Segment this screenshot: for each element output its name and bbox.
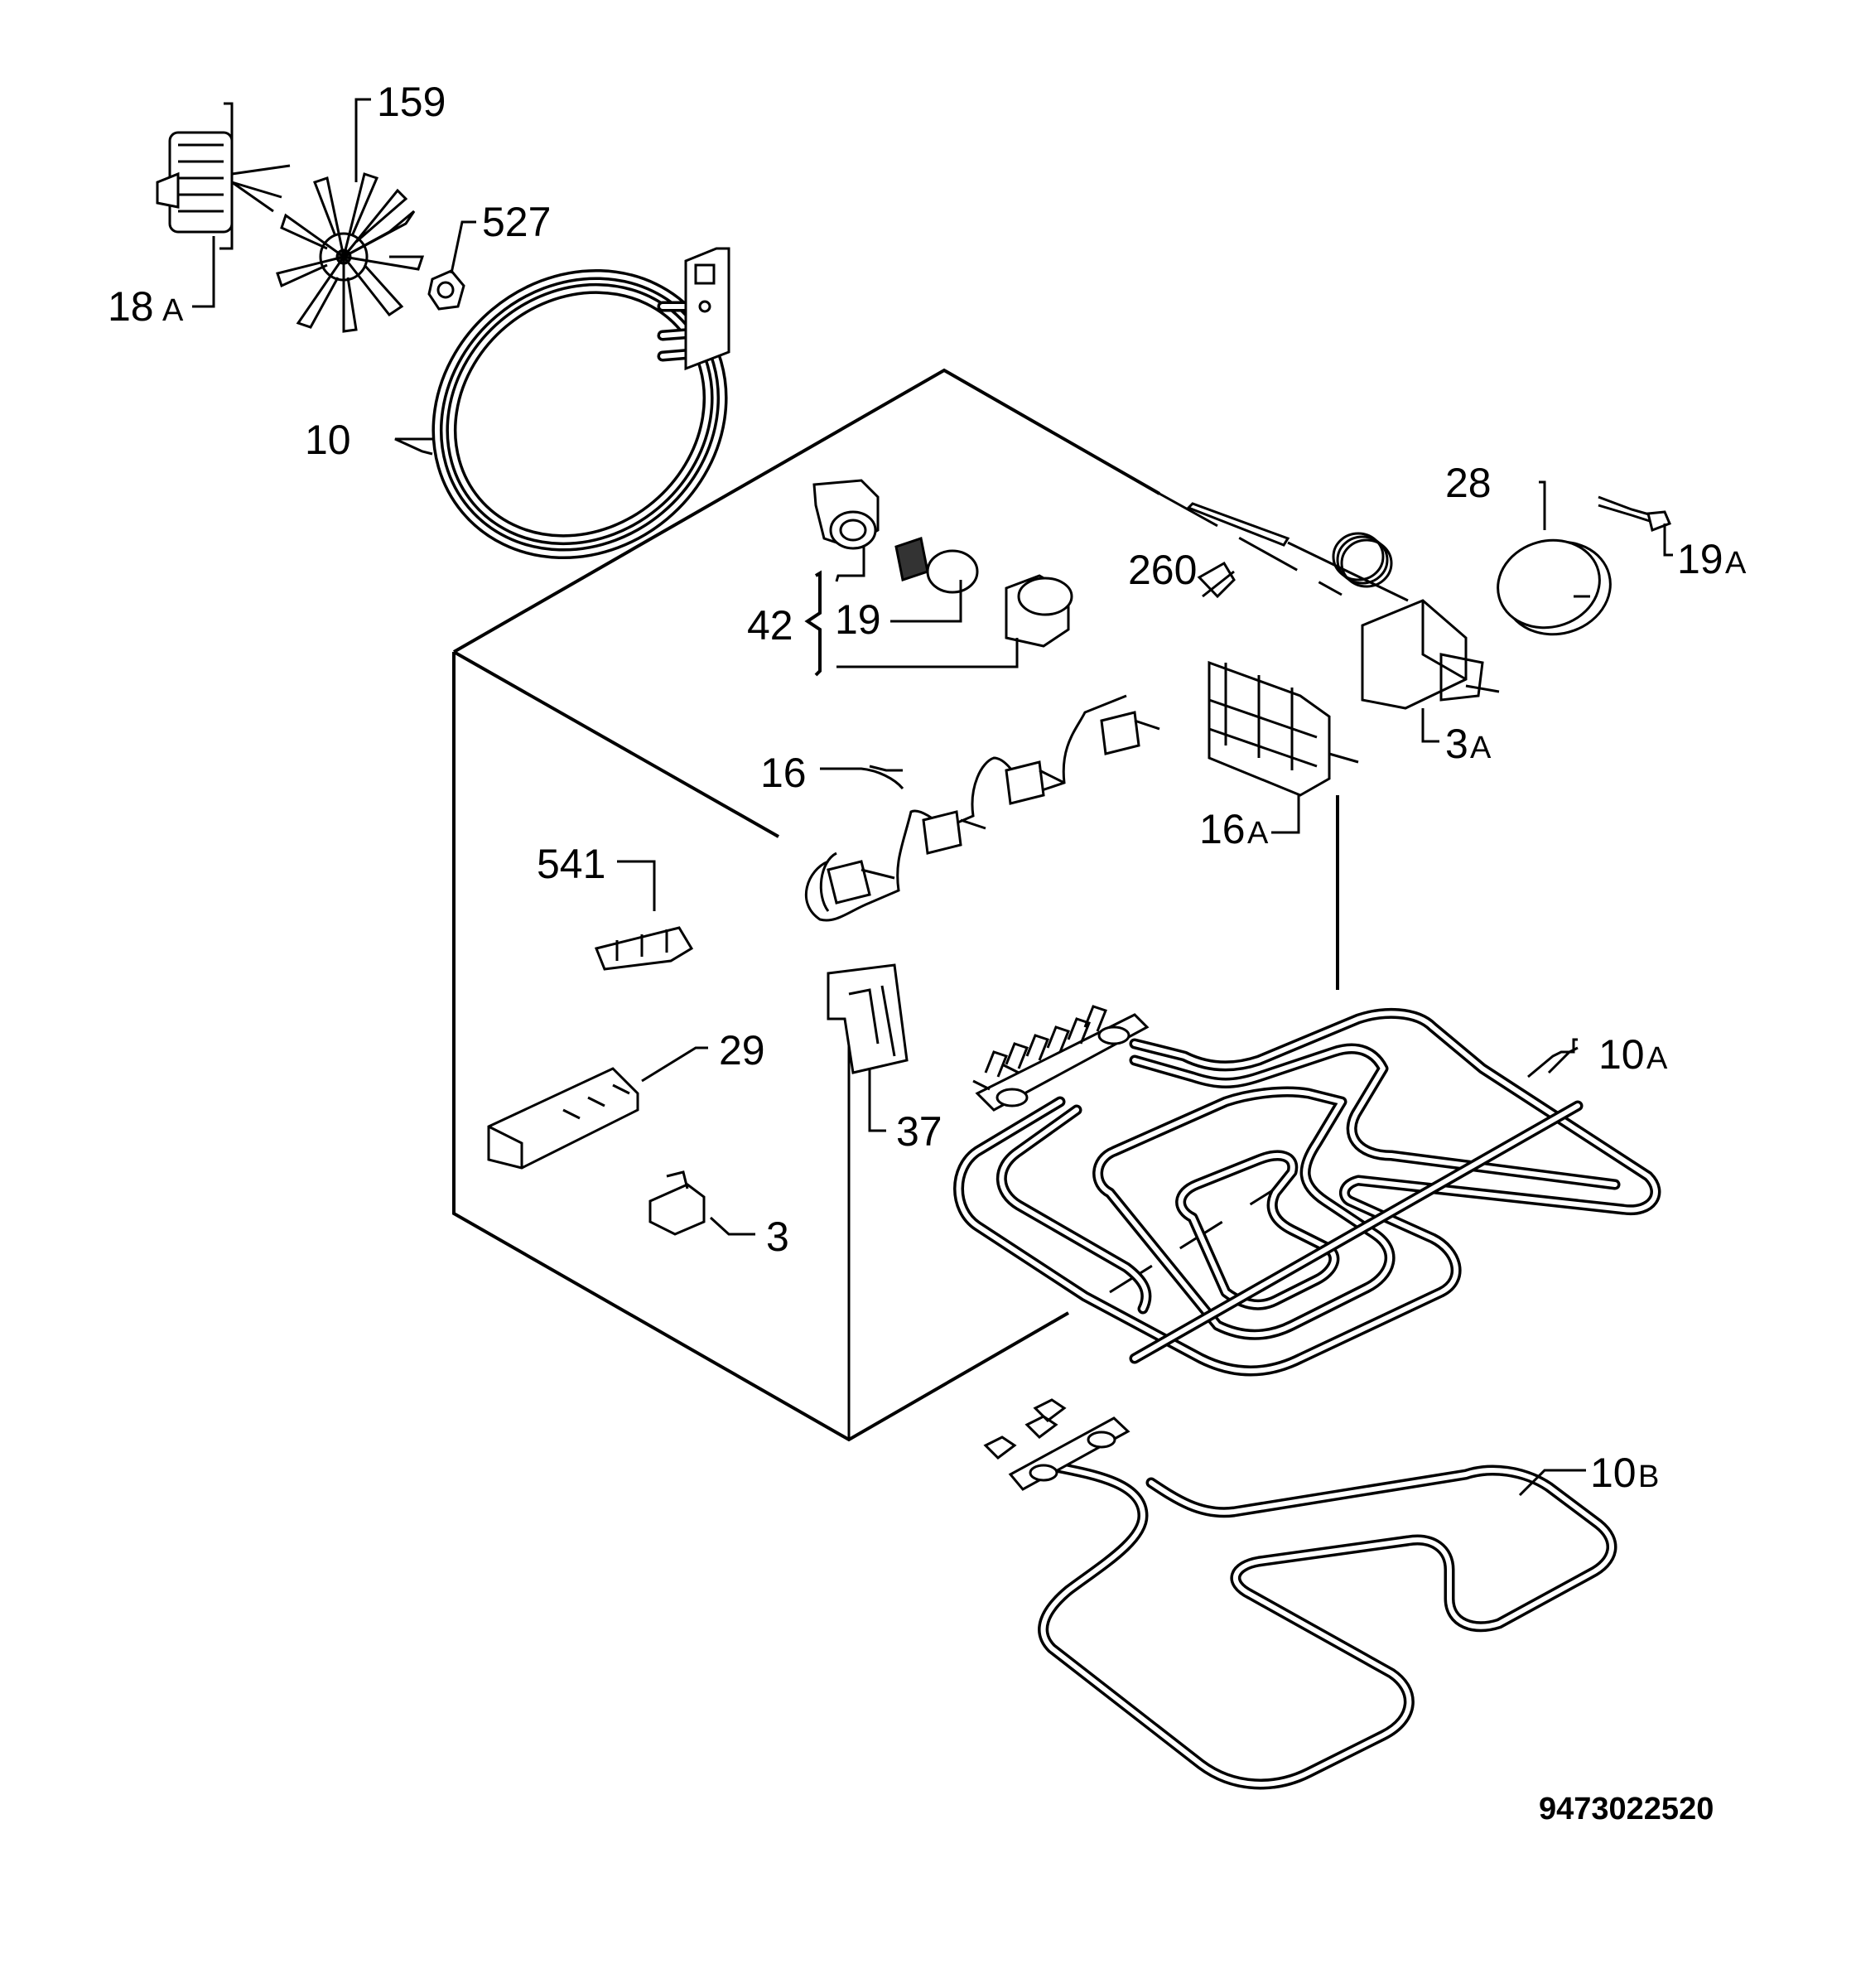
lamp-cover-42	[836, 574, 1073, 668]
connector-3	[648, 1170, 755, 1236]
bracket-42	[804, 570, 822, 677]
timer-28	[1497, 480, 1612, 636]
label-19a-suffix: A	[1725, 546, 1747, 581]
label-37: 37	[896, 1108, 942, 1155]
label-18a: 18	[108, 283, 154, 330]
label-527: 527	[482, 199, 551, 245]
label-42: 42	[747, 602, 793, 649]
fan-motor-18a	[156, 102, 291, 308]
bottom-element-10b	[983, 1398, 1617, 1790]
lamp-bulb-19	[890, 537, 979, 623]
fan-blade-159	[276, 98, 425, 333]
document-number: 9473022520	[1539, 1792, 1714, 1826]
label-541: 541	[537, 841, 605, 887]
thermostat-3a	[1361, 599, 1500, 743]
label-19: 19	[835, 596, 881, 643]
label-3a: 3	[1445, 721, 1468, 767]
label-16a: 16	[1199, 806, 1246, 852]
label-10b-suffix: B	[1638, 1460, 1659, 1494]
label-16a-suffix: A	[1247, 816, 1269, 851]
thermostat-capillary	[1186, 502, 1409, 602]
label-3: 3	[766, 1214, 789, 1260]
callout-labels: 159 527 18 A 10 28 19 A 260 42 19 3 A 16…	[108, 79, 1747, 1496]
label-19a: 19	[1677, 536, 1723, 582]
lamp-holder-42	[812, 479, 880, 582]
selector-switch-16a	[1208, 660, 1359, 834]
indicator-lamp-19a	[1598, 495, 1673, 557]
label-29: 29	[719, 1027, 765, 1074]
label-16: 16	[760, 750, 807, 796]
circular-heating-element-10	[394, 247, 730, 560]
label-10a-suffix: A	[1646, 1041, 1668, 1076]
label-260: 260	[1128, 547, 1197, 593]
grill-element-10a	[953, 1005, 1661, 1377]
terminal-block-541	[594, 860, 694, 971]
door-switch-37	[827, 963, 909, 1132]
nut-527	[427, 220, 476, 311]
label-28: 28	[1445, 460, 1492, 506]
label-159: 159	[377, 79, 446, 125]
label-3a-suffix: A	[1470, 731, 1492, 765]
wiring-harness-16	[804, 694, 1160, 922]
label-10a: 10	[1598, 1031, 1645, 1078]
connector-block-29	[487, 1046, 708, 1170]
oven-cavity-outline	[452, 368, 1343, 1442]
sensor-probe-260	[1197, 561, 1236, 599]
label-10: 10	[305, 417, 351, 463]
label-10b: 10	[1590, 1450, 1637, 1496]
label-18a-suffix: A	[162, 293, 184, 328]
